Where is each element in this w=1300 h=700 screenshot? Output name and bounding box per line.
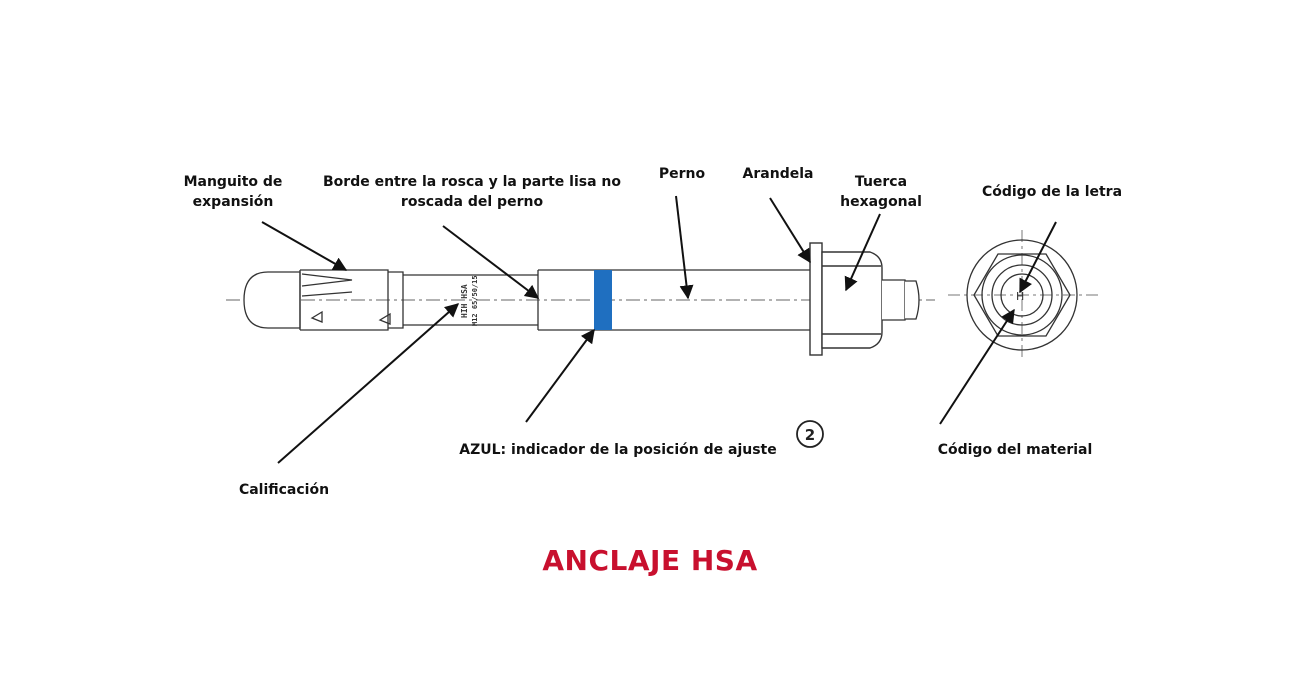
blue-indicator-band xyxy=(594,270,612,330)
label-rating: Calificación xyxy=(239,480,329,500)
label-hex-nut: Tuerca hexagonal xyxy=(840,172,922,212)
bolt-marking-line2: M12 65/50/15 xyxy=(471,275,479,326)
arrow-material-code xyxy=(939,308,1015,425)
label-thread-border: Borde entre la rosca y la parte lisa no … xyxy=(323,172,621,212)
arrow-rating xyxy=(277,303,460,464)
arrow-letter-code xyxy=(1019,221,1057,294)
arrow-nut xyxy=(844,213,881,292)
arrow-border xyxy=(442,225,540,299)
threaded-shaft xyxy=(403,270,539,330)
label-expansion-sleeve-text: Manguito de expansión xyxy=(183,174,283,210)
washer xyxy=(809,242,823,356)
arrow-sleeve xyxy=(261,221,348,271)
bolt-end xyxy=(882,279,920,321)
arrow-bolt xyxy=(675,195,694,300)
arrow-washer xyxy=(769,197,811,264)
label-bolt: Perno xyxy=(659,164,705,184)
label-letter-code-text: Código de la letra xyxy=(981,184,1123,200)
label-material-code: Código del material xyxy=(938,440,1093,460)
hex-nut xyxy=(821,251,883,349)
svg-text:H: H xyxy=(1016,290,1024,303)
view-number-circle xyxy=(796,420,824,448)
view-number: 2 xyxy=(805,426,815,444)
label-material-code-text: Código del material xyxy=(937,442,1093,458)
label-washer: Arandela xyxy=(743,164,814,184)
label-expansion-sleeve: Manguito de expansión xyxy=(184,172,283,212)
label-thread-border-text: Borde entre la rosca y la parte lisa no … xyxy=(323,174,621,210)
label-hex-nut-text: Tuerca hexagonal xyxy=(840,174,922,210)
label-blue-indicator: AZUL: indicador de la posición de ajuste xyxy=(459,440,776,460)
end-view: H xyxy=(948,230,1100,360)
label-bolt-text: Perno xyxy=(658,166,706,182)
label-rating-text: Calificación xyxy=(238,482,330,498)
arrow-blue-indicator xyxy=(525,328,595,423)
diagram-title: ANCLAJE HSA xyxy=(542,544,758,577)
bolt-marking-line1: HIH HSA xyxy=(460,284,469,318)
label-washer-text: Arandela xyxy=(742,166,814,182)
label-letter-code: Código de la letra xyxy=(982,182,1122,202)
label-blue-indicator-text: AZUL: indicador de la posición de ajuste xyxy=(459,442,777,458)
